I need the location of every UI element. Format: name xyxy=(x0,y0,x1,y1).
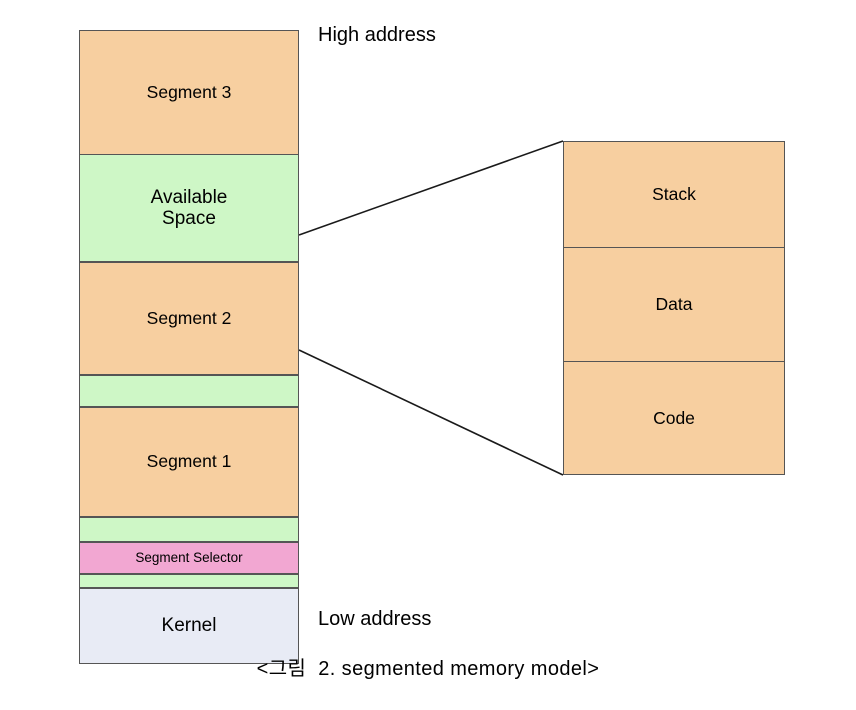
expanded-segment-box: Stack Data Code xyxy=(563,141,785,475)
memory-block-label: Kernel xyxy=(161,615,217,637)
memory-block-gap-kernel[interactable] xyxy=(79,574,299,588)
memory-block-segment-3[interactable]: Segment 3 xyxy=(79,30,299,155)
segment-row-stack[interactable]: Stack xyxy=(563,141,785,248)
figure-caption: <그림 2. segmented memory model> xyxy=(256,658,600,680)
memory-block-kernel[interactable]: Kernel xyxy=(79,588,299,664)
connector-bottom-line xyxy=(298,349,564,476)
memory-block-label: Segment Selector xyxy=(135,550,243,566)
memory-block-segment-1[interactable]: Segment 1 xyxy=(79,407,299,517)
memory-block-label: Segment 2 xyxy=(146,307,232,328)
segment-row-code[interactable]: Code xyxy=(563,361,785,475)
memory-column: Segment 3 Available Space Segment 2 Segm… xyxy=(79,30,299,664)
memory-block-gap-upper[interactable] xyxy=(79,375,299,407)
memory-block-label: Segment 3 xyxy=(146,81,232,102)
low-address-label: Low address xyxy=(318,608,432,630)
segment-row-label: Code xyxy=(653,407,695,428)
segment-row-label: Data xyxy=(655,294,693,314)
memory-block-label: Segment 1 xyxy=(146,451,232,472)
segment-row-label: Stack xyxy=(652,184,696,204)
memory-block-segment-2[interactable]: Segment 2 xyxy=(79,262,299,375)
segment-row-data[interactable]: Data xyxy=(563,247,785,362)
memory-block-segment-selector[interactable]: Segment Selector xyxy=(79,542,299,574)
memory-block-gap-lower[interactable] xyxy=(79,517,299,542)
high-address-label: High address xyxy=(318,24,436,46)
memory-block-label: Available Space xyxy=(150,186,228,229)
connector-top-line xyxy=(298,140,564,236)
memory-block-available-space[interactable]: Available Space xyxy=(79,154,299,262)
